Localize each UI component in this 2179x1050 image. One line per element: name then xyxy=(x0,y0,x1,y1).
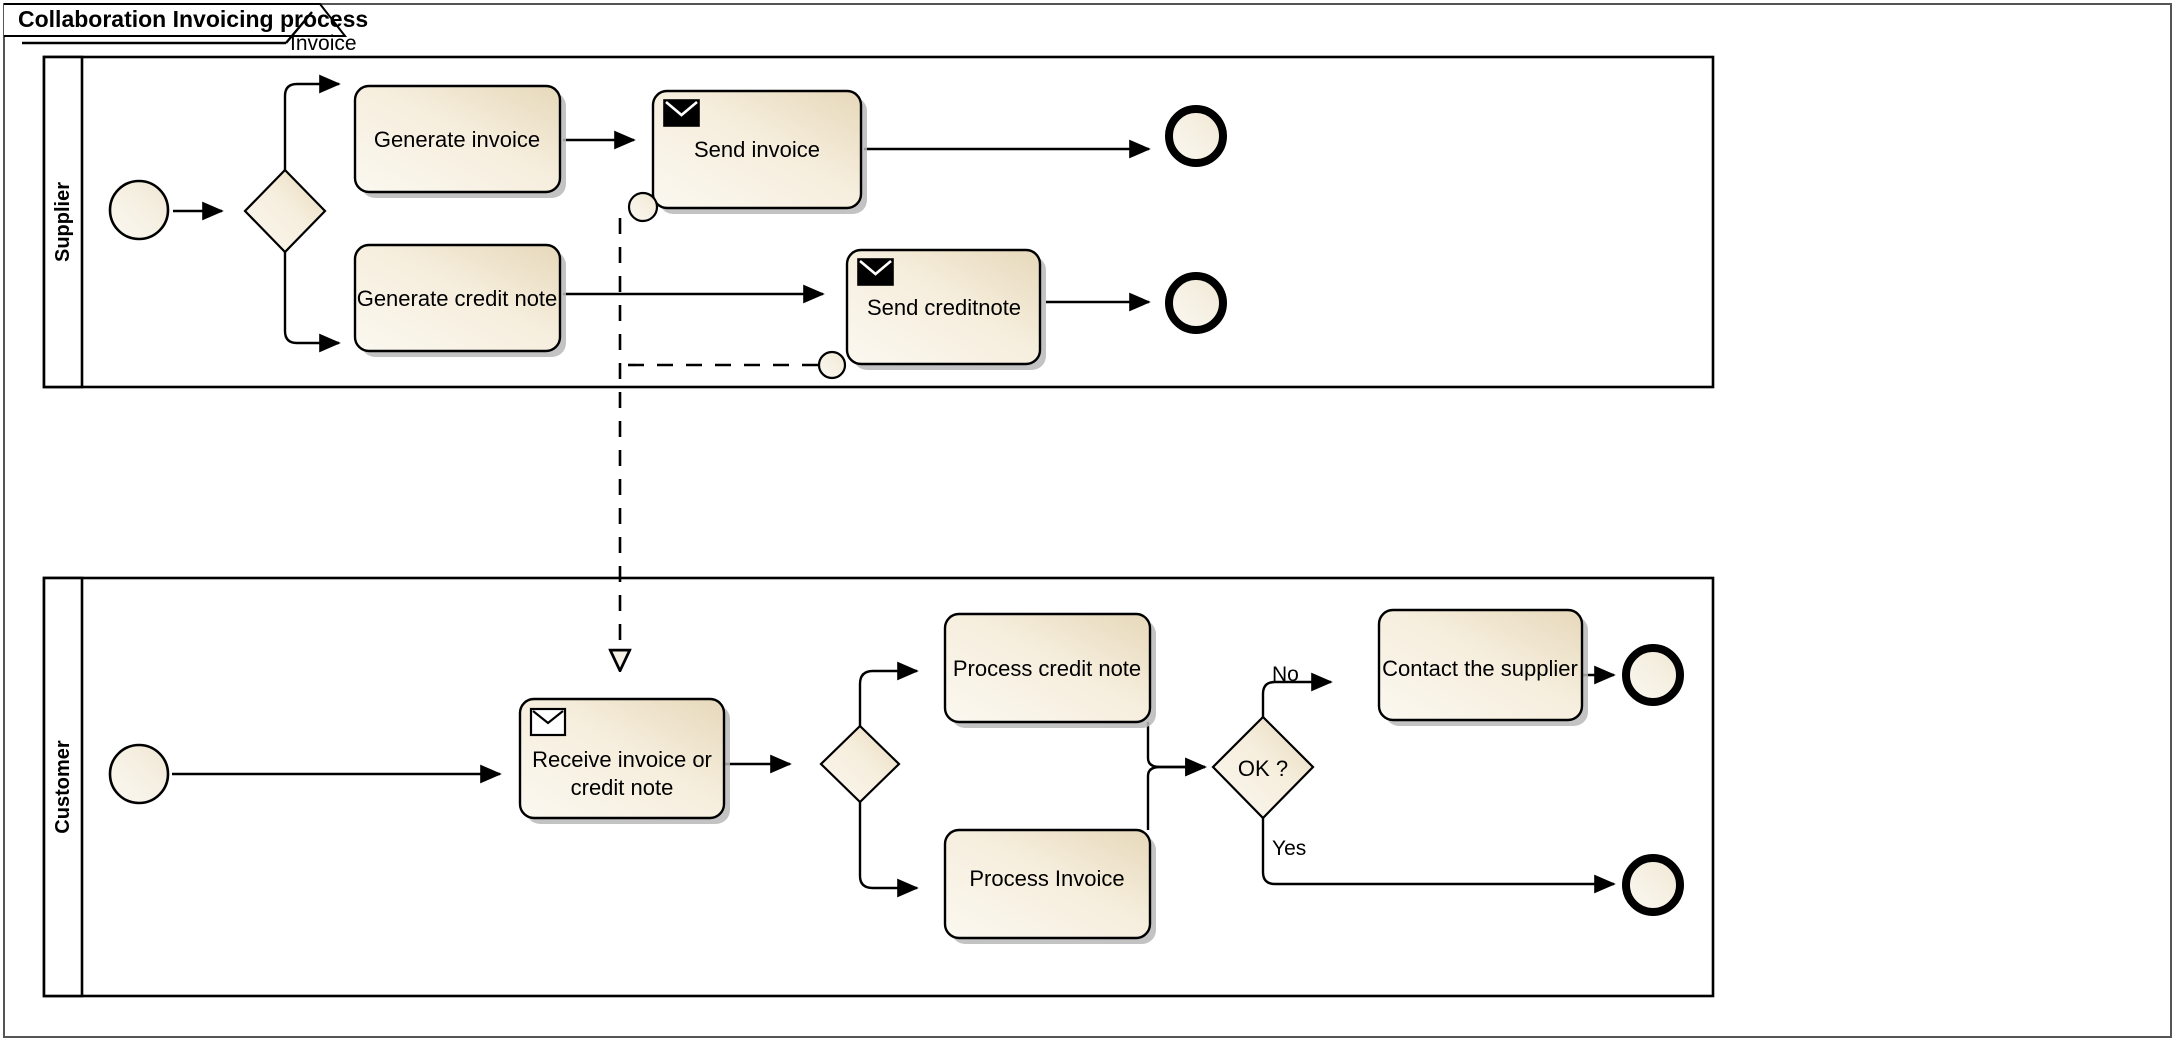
task-process-invoice[interactable]: Process Invoice xyxy=(943,828,1156,944)
task-generate-credit-note-box xyxy=(353,243,562,353)
flow-label-no: No xyxy=(1272,663,1299,686)
flow-gateway-to-generate-credit-note xyxy=(283,211,341,353)
envelope-filled-icon xyxy=(663,99,700,127)
task-contact-supplier-label: Contact the supplier xyxy=(1382,656,1578,681)
message-throw-marker xyxy=(627,191,659,223)
task-generate-credit-note-label: Generate credit note xyxy=(357,286,558,311)
task-process-credit-note-label: Process credit note xyxy=(953,656,1141,681)
diagram-title-tab xyxy=(4,3,348,37)
task-send-creditnote-label: Send creditnote xyxy=(867,295,1021,320)
task-generate-invoice-label: Generate invoice xyxy=(374,127,540,152)
task-process-credit-note[interactable]: Process credit note xyxy=(943,612,1156,728)
customer-end-event-no[interactable] xyxy=(1622,644,1684,706)
task-send-creditnote-box xyxy=(845,248,1042,366)
end-event-circle xyxy=(1622,854,1684,916)
customer-gateway[interactable] xyxy=(819,724,901,804)
ok-gateway[interactable]: OK ? xyxy=(1211,715,1315,820)
task-receive-invoice-label-line2: credit note xyxy=(571,775,674,800)
start-event-circle xyxy=(108,179,170,241)
flow-label-yes: Yes xyxy=(1272,837,1306,860)
supplier-gateway[interactable] xyxy=(243,168,327,254)
task-receive-invoice-label-line1: Receive invoice or xyxy=(532,747,712,772)
task-contact-supplier[interactable]: Contact the supplier xyxy=(1377,608,1588,726)
task-send-invoice[interactable]: Send invoice xyxy=(627,89,867,223)
supplier-end-event-invoice[interactable] xyxy=(1165,105,1227,167)
task-generate-credit-note[interactable]: Generate credit note xyxy=(353,243,566,357)
customer-start-event[interactable] xyxy=(108,743,170,805)
task-contact-supplier-box xyxy=(1377,608,1584,722)
envelope-filled-icon xyxy=(857,258,894,286)
flow-ok-no-to-contact-supplier xyxy=(1261,672,1333,717)
task-send-invoice-box xyxy=(651,89,863,210)
ok-gateway-label: OK ? xyxy=(1238,756,1288,781)
message-throw-marker xyxy=(817,350,847,380)
customer-end-event-yes[interactable] xyxy=(1622,854,1684,916)
task-receive-invoice-box xyxy=(518,697,726,820)
task-send-creditnote[interactable]: Send creditnote xyxy=(817,248,1046,380)
task-generate-invoice-box xyxy=(353,84,562,194)
pool-supplier-label: Supplier xyxy=(52,182,74,262)
envelope-open-icon xyxy=(529,707,567,737)
flow-gateway-to-process-credit-note xyxy=(858,661,919,764)
task-receive-invoice[interactable]: Receive invoice or credit note xyxy=(518,697,730,824)
end-event-circle xyxy=(1622,644,1684,706)
message-flow-invoice-tab-tick xyxy=(285,11,313,44)
supplier-start-event[interactable] xyxy=(108,179,170,241)
exclusive-gateway-diamond xyxy=(1211,715,1315,820)
message-flow-invoice-label: Invoice xyxy=(290,32,357,55)
exclusive-gateway-diamond xyxy=(819,724,901,804)
task-process-invoice-box xyxy=(943,828,1152,940)
pool-supplier-header xyxy=(42,55,84,389)
task-process-invoice-label: Process Invoice xyxy=(969,866,1124,891)
pool-customer-label: Customer xyxy=(52,740,74,834)
flow-ok-yes-to-end xyxy=(1261,818,1616,894)
end-event-circle xyxy=(1165,105,1227,167)
exclusive-gateway-diamond xyxy=(243,168,327,254)
flow-gateway-to-generate-invoice xyxy=(283,74,341,211)
start-event-circle xyxy=(108,743,170,805)
task-process-credit-note-box xyxy=(943,612,1152,724)
task-generate-invoice[interactable]: Generate invoice xyxy=(353,84,566,198)
page-title: Collaboration Invoicing process xyxy=(18,6,368,32)
pool-customer-header xyxy=(42,576,84,998)
end-event-circle xyxy=(1165,272,1227,334)
flow-gateway-to-process-invoice xyxy=(858,764,919,898)
flow-process-invoice-to-ok xyxy=(1146,757,1207,830)
supplier-end-event-creditnote[interactable] xyxy=(1165,272,1227,334)
task-send-invoice-label: Send invoice xyxy=(694,137,820,162)
